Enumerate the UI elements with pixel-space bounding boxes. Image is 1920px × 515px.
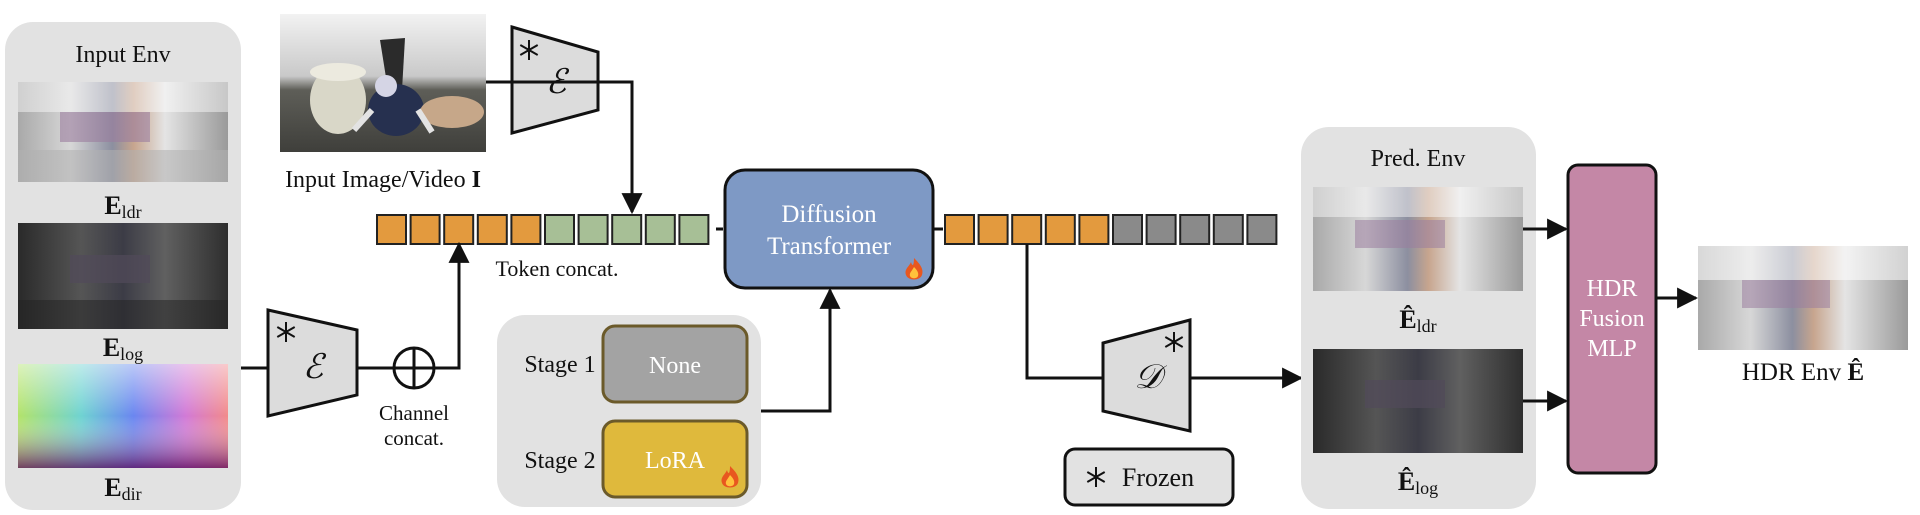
token	[376, 214, 407, 245]
tokens-to-decoder-line	[1025, 244, 1103, 380]
input-env-title: Input Env	[75, 42, 170, 68]
encoder-symbol: ℰ	[303, 349, 327, 386]
env-log-label: Elog	[103, 333, 143, 364]
token	[944, 214, 975, 245]
token	[1246, 214, 1278, 245]
diffusion-label-2: Transformer	[767, 233, 892, 260]
hdr-env-label: HDR Env Ê	[1742, 358, 1864, 386]
token	[409, 214, 441, 245]
stage1-box-label: None	[649, 353, 701, 379]
token	[611, 214, 643, 245]
token	[443, 214, 475, 245]
hdr-fusion-mlp: HDR Fusion MLP	[1566, 163, 1658, 475]
concat-to-tokens-arrow	[434, 241, 470, 370]
pred-log-image	[1313, 349, 1523, 453]
stage1-label: Stage 1	[524, 352, 595, 378]
fusion-label-3: MLP	[1587, 336, 1636, 362]
fusion-label-1: HDR	[1587, 276, 1638, 302]
stage1-none-box	[601, 324, 749, 404]
env-dir-label: Edir	[104, 473, 141, 504]
env-log-image	[18, 223, 228, 329]
token	[1179, 214, 1211, 245]
token	[977, 214, 1009, 245]
decoder: 𝒟	[1101, 318, 1192, 433]
input-token-sequence	[376, 214, 710, 245]
stage2-lora-box	[601, 419, 749, 499]
token	[1044, 214, 1076, 245]
env-ldr-label: Eldr	[104, 191, 141, 222]
stage2-label: Stage 2	[524, 448, 595, 474]
stage2-box-label: LoRA	[645, 448, 706, 474]
token-concat-label: Token concat.	[495, 256, 618, 281]
token	[544, 214, 575, 245]
input-image	[280, 14, 486, 152]
frozen-legend: Frozen	[1063, 447, 1235, 507]
frozen-label: Frozen	[1122, 463, 1194, 492]
token	[678, 214, 710, 245]
token	[1011, 214, 1043, 245]
token	[1145, 214, 1177, 245]
diffusion-transformer: Diffusion Transformer	[723, 168, 935, 290]
pred-ldr-label: Êldr	[1399, 305, 1436, 336]
token	[644, 214, 676, 245]
token	[510, 214, 542, 245]
token	[476, 214, 508, 245]
token	[1112, 214, 1143, 245]
token	[577, 214, 609, 245]
pred-env-title: Pred. Env	[1371, 146, 1466, 172]
top-encoder: ℰ	[510, 25, 600, 135]
input-image-label: Input Image/Video I	[285, 167, 481, 193]
pred-ldr-image	[1313, 187, 1523, 291]
bottom-encoder: ℰ	[266, 308, 359, 418]
env-dir-image	[18, 364, 228, 468]
channel-concat-symbol	[392, 346, 436, 390]
channel-concat-label-1: Channel	[379, 401, 449, 425]
channel-concat-label-2: concat.	[384, 426, 444, 450]
output-token-sequence	[944, 214, 1278, 245]
token	[1078, 214, 1110, 245]
stage-to-diffusion-arrow	[761, 287, 841, 413]
env-ldr-image	[18, 82, 228, 182]
encoder-to-tokens-arrow	[486, 80, 643, 215]
token	[1212, 214, 1244, 245]
hdr-env-image	[1698, 246, 1908, 350]
diffusion-label-1: Diffusion	[781, 201, 877, 228]
fusion-label-2: Fusion	[1579, 306, 1644, 332]
pred-log-label: Êlog	[1398, 467, 1438, 498]
